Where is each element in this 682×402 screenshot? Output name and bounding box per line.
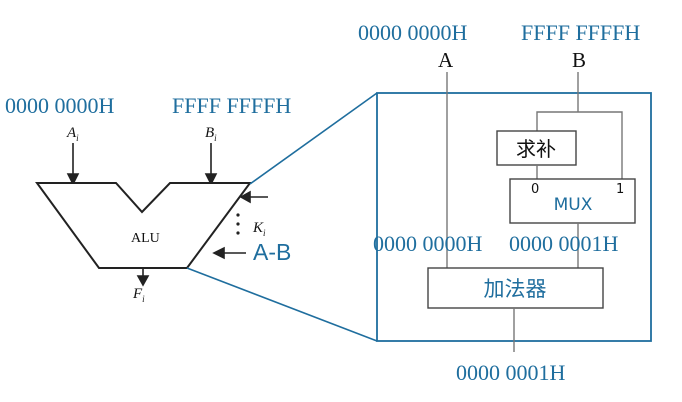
- alu-name: ALU: [131, 231, 160, 246]
- detail-port-a-label: A: [438, 48, 454, 72]
- alu-input-b-value: FFFF FFFFH: [172, 93, 291, 118]
- zoom-line-top: [249, 92, 378, 185]
- mux-input-1: 1: [616, 182, 624, 197]
- detail-output-value: 0000 0001H: [456, 360, 566, 385]
- alu-output-label: Fi: [132, 286, 145, 304]
- adder-in-b-value: 0000 0001H: [509, 231, 619, 256]
- alu-output-arrow: [136, 268, 150, 287]
- alu-operation: A-B: [253, 239, 291, 265]
- adder-in-a-value: 0000 0000H: [373, 231, 483, 256]
- mux-box: [509, 178, 636, 224]
- alu-input-a-label: Ai: [66, 125, 79, 143]
- complement-label: 求补: [516, 137, 556, 161]
- zoom-line-bottom: [186, 267, 378, 342]
- alu-input-a-value: 0000 0000H: [5, 93, 115, 118]
- alu-input-b-label: Bi: [205, 125, 217, 143]
- adder-label: 加法器: [484, 277, 547, 301]
- alu-input-a-arrow: [66, 143, 80, 186]
- adder-box: [427, 267, 604, 309]
- detail-port-b-label: B: [572, 48, 586, 72]
- mux-label: MUX: [554, 195, 593, 215]
- wire-b-split: [536, 111, 623, 179]
- alu-input-b-arrow: [204, 143, 218, 186]
- alu-control-arrow-top: [239, 190, 268, 204]
- alu-body: [35, 182, 252, 269]
- alu-control-arrow-bottom: [212, 246, 246, 260]
- mux-input-0: 0: [531, 182, 539, 197]
- detail-top-b-value: FFFF FFFFH: [521, 20, 640, 45]
- detail-top-a-value: 0000 0000H: [358, 20, 468, 45]
- alu-control-dots: [236, 213, 240, 235]
- alu-control-label: Ki: [252, 220, 266, 238]
